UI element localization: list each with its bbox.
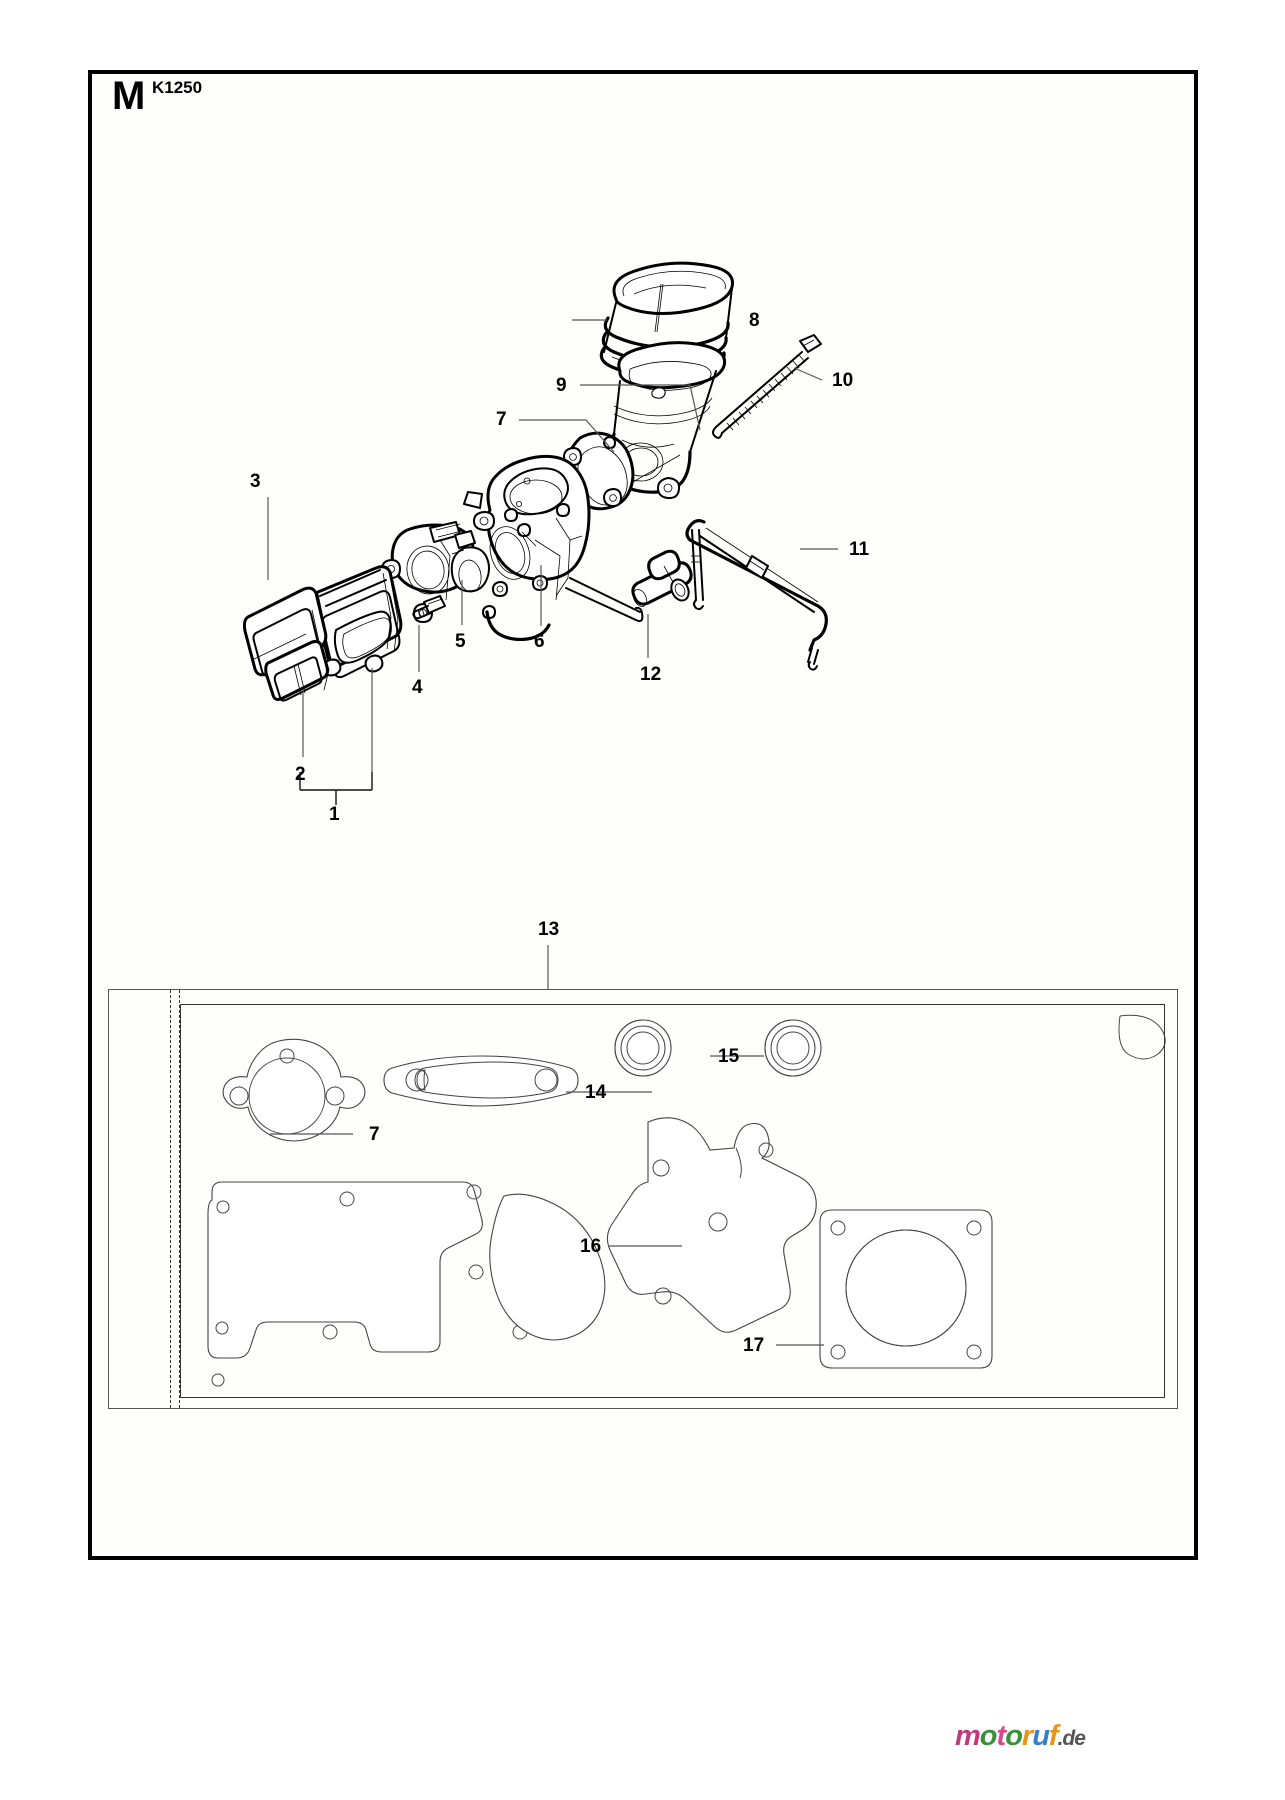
watermark-u: u	[1032, 1720, 1050, 1752]
callout-2: 2	[295, 764, 306, 785]
callout-8: 8	[749, 310, 760, 331]
callout-15: 15	[718, 1046, 740, 1067]
callout-9: 9	[556, 375, 567, 396]
gasket-kit-bag-seal	[170, 990, 180, 1408]
callout-13: 13	[538, 919, 560, 940]
callout-6: 6	[534, 631, 545, 652]
callout-4: 4	[412, 677, 423, 698]
callout-7-exploded: 7	[496, 409, 507, 430]
callout-12: 12	[640, 664, 662, 685]
callout-11: 11	[849, 539, 870, 560]
callout-14: 14	[585, 1082, 607, 1103]
callout-1: 1	[329, 804, 340, 825]
callout-10: 10	[832, 370, 854, 391]
watermark-o1: o	[979, 1720, 998, 1752]
gasket-kit-inner-panel	[180, 1004, 1165, 1398]
section-letter: M	[112, 74, 146, 118]
gasket-kit-outer-bag	[108, 989, 1178, 1409]
callout-3: 3	[250, 471, 261, 492]
watermark-f: f	[1048, 1720, 1059, 1752]
callout-5: 5	[455, 631, 466, 652]
watermark-r: r	[1021, 1720, 1033, 1752]
site-watermark: motoruf.de	[955, 1720, 1086, 1752]
model-label: K1250	[152, 78, 203, 97]
watermark-o2: o	[1005, 1720, 1023, 1752]
callout-17: 17	[743, 1335, 765, 1356]
watermark-tld: .de	[1057, 1727, 1086, 1750]
callout-7-kit: 7	[369, 1124, 380, 1145]
watermark-m: m	[955, 1720, 981, 1752]
watermark-t: t	[996, 1720, 1007, 1752]
callout-16: 16	[580, 1236, 602, 1257]
